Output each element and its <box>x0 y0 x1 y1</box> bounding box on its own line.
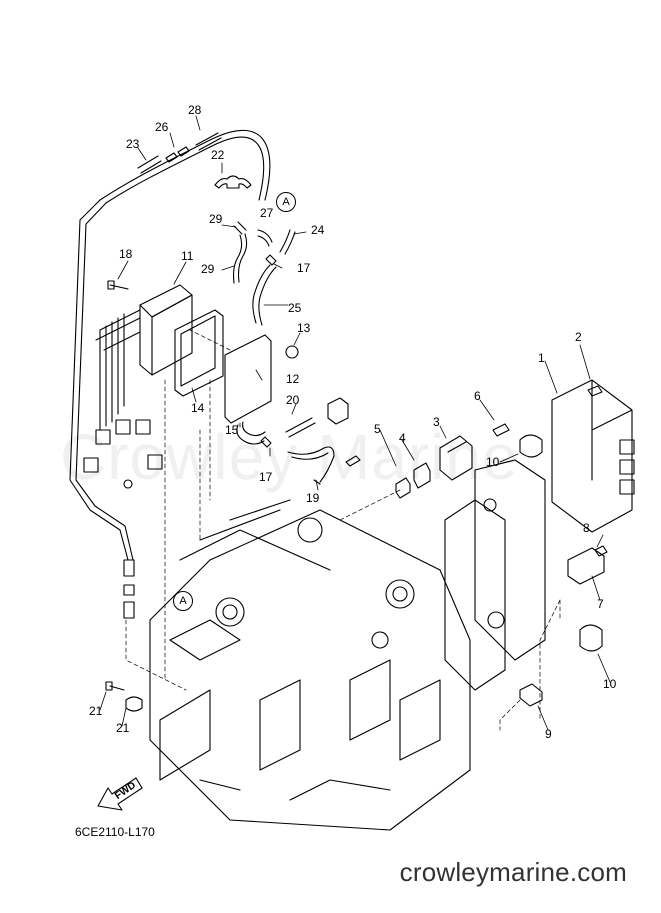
ref-marker-a-bottom: A <box>173 591 193 611</box>
coil-3 <box>439 435 473 481</box>
callout-20: 21 <box>116 721 130 735</box>
callout-17a: 17 <box>297 261 311 275</box>
callout-27: 27 <box>260 206 274 220</box>
callout-28: 28 <box>188 103 202 117</box>
cdi-unit-1 <box>551 379 633 533</box>
holder-7 <box>567 547 605 585</box>
bolt-8 <box>594 545 608 557</box>
callout-2: 2 <box>575 330 582 344</box>
clip-22 <box>214 175 252 189</box>
lower-hoses <box>236 397 361 485</box>
cover-12 <box>224 334 272 424</box>
leader-lines <box>99 115 611 731</box>
brand-url[interactable]: crowleymarine.com <box>399 857 627 887</box>
callout-9: 9 <box>545 727 552 741</box>
dashed-guides <box>125 329 561 731</box>
bolt-6 <box>492 423 510 437</box>
callout-8: 8 <box>583 521 590 535</box>
callout-5: 5 <box>374 422 381 436</box>
engine-block <box>149 499 471 831</box>
callout-15: 18 <box>119 247 133 261</box>
wire-harness <box>69 129 271 619</box>
clip-10b <box>579 624 603 652</box>
callout-25: 25 <box>288 301 302 315</box>
clip-9 <box>519 683 543 707</box>
callout-7: 7 <box>597 597 604 611</box>
callout-10b: 10 <box>603 677 617 691</box>
callout-29: 29 <box>209 212 223 226</box>
ignition-unit-11 <box>83 284 193 489</box>
callout-11: 11 <box>181 249 194 263</box>
bolt-2 <box>587 385 603 397</box>
grommet-4 <box>413 462 431 489</box>
fwd-arrow <box>97 777 143 811</box>
callout-3: 3 <box>433 415 440 429</box>
bolt-21 <box>105 681 125 691</box>
hose-23-26-28 <box>137 132 222 174</box>
callout-24: 24 <box>311 223 325 237</box>
callout-13: 14 <box>191 401 205 415</box>
clip-20 <box>125 696 143 712</box>
callout-23: 23 <box>126 137 140 151</box>
callout-26: 26 <box>155 120 169 134</box>
callout-17b: 17 <box>259 470 273 484</box>
ref-marker-a-top: A <box>276 192 296 212</box>
callout-4: 4 <box>399 431 406 445</box>
callout-10a: 10 <box>486 455 500 469</box>
bolt-14 <box>285 345 299 359</box>
callout-22: 22 <box>211 148 225 162</box>
callout-21: 21 <box>89 704 103 718</box>
callout-16: 15 <box>225 423 239 437</box>
callout-6: 6 <box>474 389 481 403</box>
callout-28b: 29 <box>201 262 215 276</box>
drawing-code: 6CE2110-L170 <box>75 825 155 839</box>
callout-14: 13 <box>297 321 311 335</box>
bolt-15 <box>107 280 129 290</box>
callout-19: 20 <box>286 393 300 407</box>
mount-bracket <box>444 459 546 691</box>
gasket-13 <box>174 309 224 397</box>
callout-1: 1 <box>538 351 545 365</box>
callout-18: 19 <box>306 491 320 505</box>
small-hoses <box>232 221 296 326</box>
collar-5 <box>395 477 411 499</box>
callout-12: 12 <box>286 372 300 386</box>
clip-10a <box>519 434 543 458</box>
